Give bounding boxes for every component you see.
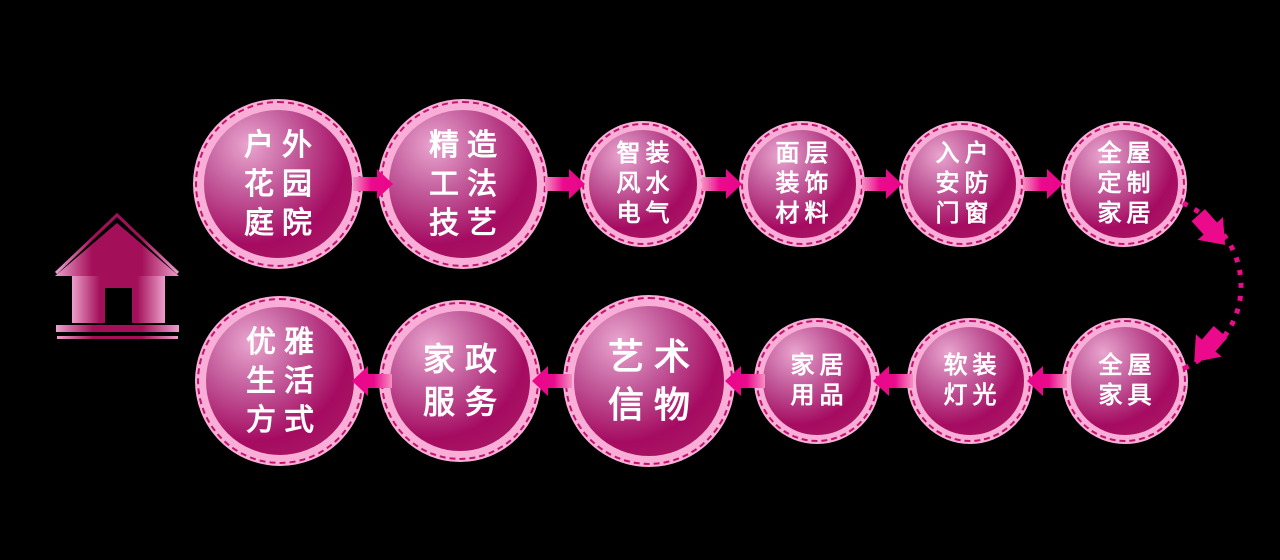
bubble-line: 全屋 <box>1098 352 1157 379</box>
bubble-line: 灯光 <box>943 382 1002 409</box>
house-roof <box>55 223 179 276</box>
bubble-line: 艺术 <box>607 336 700 377</box>
bubble-line: 软装 <box>943 352 1002 379</box>
bubble-entry-security-doors: 入户 安防 门窗 <box>899 121 1025 247</box>
bubble-line: 技艺 <box>429 206 505 240</box>
bubble-line: 庭院 <box>244 206 320 240</box>
house-baseline <box>57 336 178 339</box>
bubble-line: 精造 <box>429 128 505 162</box>
bubble-line: 定制 <box>1097 170 1156 197</box>
bubble-household-items: 家居 用品 <box>754 318 880 444</box>
bubble-craftsmanship: 精造 工法 技艺 <box>378 99 548 269</box>
bubble-line: 工法 <box>429 167 505 201</box>
bubble-line: 户外 <box>244 128 320 162</box>
bubble-line: 安防 <box>935 170 994 197</box>
arrow-down-right-icon <box>1185 203 1238 257</box>
bubble-whole-house-furniture: 全屋 家具 <box>1062 318 1188 444</box>
bubble-soft-decor-lighting: 软装 灯光 <box>907 318 1033 444</box>
bubble-elegant-lifestyle: 优雅 生活 方式 <box>195 296 365 466</box>
house-icon <box>54 212 180 339</box>
house-body <box>72 276 165 323</box>
bubble-line: 家居 <box>790 352 849 379</box>
bubble-line: 用品 <box>790 382 849 409</box>
bubble-line: 信物 <box>607 384 700 425</box>
bubble-whole-house-custom: 全屋 定制 家居 <box>1061 121 1187 247</box>
bubble-line: 材料 <box>775 200 834 227</box>
bubble-line: 入户 <box>935 140 994 167</box>
arrow-right-icon <box>702 169 742 199</box>
bubble-line: 风水 <box>616 170 675 197</box>
arrow-right-icon <box>862 169 902 199</box>
bubble-line: 门窗 <box>935 200 994 227</box>
bubble-line: 智装 <box>616 140 675 167</box>
bubble-outdoor-garden: 户外 花园 庭院 <box>193 99 363 269</box>
curved-dotted-arrow <box>1181 200 1244 374</box>
bubble-line: 生活 <box>246 364 322 398</box>
bubble-line: 方式 <box>246 403 322 437</box>
arrow-right-icon <box>545 169 585 199</box>
bubble-line: 服务 <box>422 384 507 420</box>
arrow-down-left-icon <box>1181 320 1234 374</box>
bubble-line: 花园 <box>244 167 320 201</box>
dotted-arc <box>1181 200 1244 372</box>
bubble-housekeeping-service: 家政 服务 <box>379 300 541 462</box>
bubble-line: 电气 <box>616 200 675 227</box>
bubble-line: 装饰 <box>775 170 834 197</box>
bubble-line: 家具 <box>1098 382 1157 409</box>
house-roof-outline <box>54 212 180 275</box>
arrow-right-icon <box>1023 169 1063 199</box>
arrow-left-icon <box>1027 366 1067 396</box>
bubble-art-keepsakes: 艺术 信物 <box>563 295 735 467</box>
bubble-line: 家政 <box>422 341 507 377</box>
bubble-line: 全屋 <box>1097 140 1156 167</box>
house-base <box>56 325 179 332</box>
bubble-surface-decor-materials: 面层 装饰 材料 <box>739 121 865 247</box>
bubble-smart-fengshui-electric: 智装 风水 电气 <box>580 121 706 247</box>
bubble-line: 优雅 <box>246 325 322 359</box>
bubble-line: 面层 <box>775 140 834 167</box>
bubble-line: 家居 <box>1097 200 1156 227</box>
